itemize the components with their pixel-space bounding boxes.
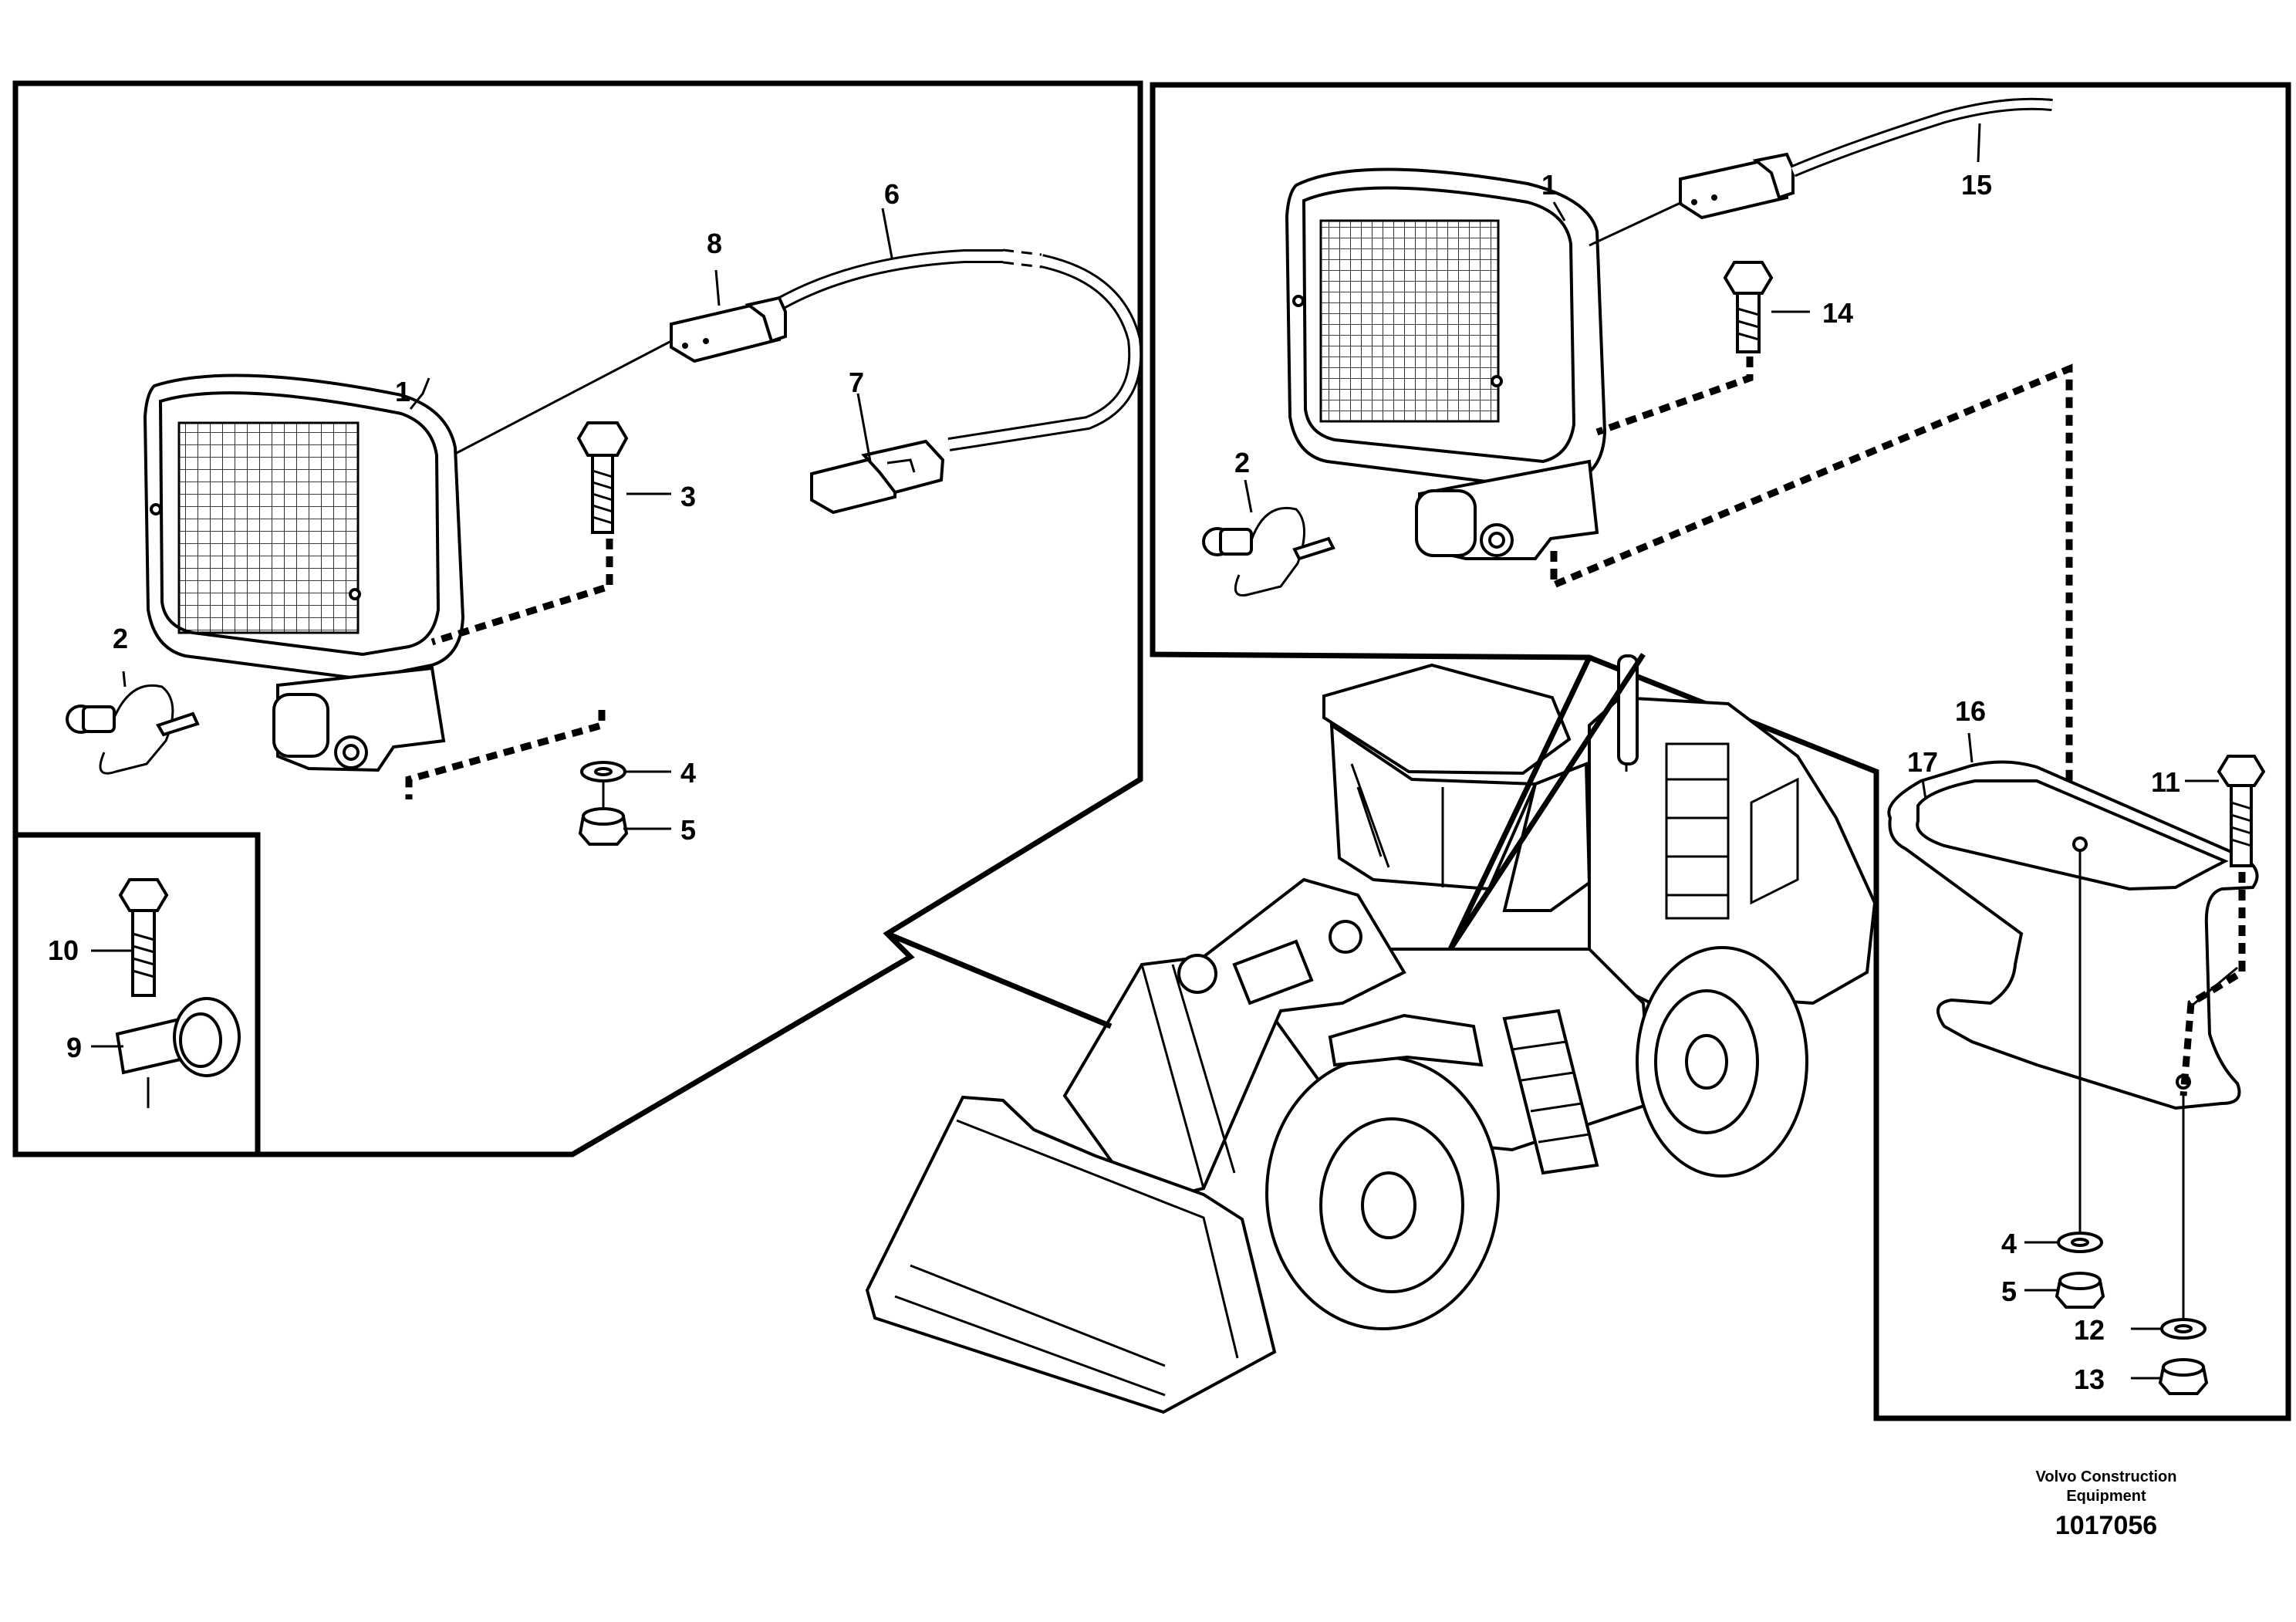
bulb-left: [66, 684, 200, 775]
callout-1-left: 1: [395, 376, 410, 407]
callout-5-left: 5: [680, 814, 696, 846]
callout-10: 10: [48, 934, 79, 966]
work-lamp-right: [1285, 167, 1607, 560]
clamp-9: [115, 997, 241, 1108]
harness-6: [768, 248, 1143, 451]
right-detail-frame: [1150, 82, 2291, 1421]
callout-1-right: 1: [1541, 169, 1557, 201]
callout-2-left: 2: [113, 623, 128, 654]
bolt-11: [2217, 755, 2266, 867]
nut-5-left: [578, 807, 629, 846]
callout-5-right: 5: [2001, 1276, 2017, 1307]
nut-5-right: [2055, 1272, 2105, 1309]
callout-11: 11: [2151, 766, 2180, 798]
brand-line-1: Volvo Construction: [2036, 1468, 2177, 1485]
callout-6: 6: [884, 178, 900, 210]
drawing-number: 1017056: [2055, 1511, 2157, 1540]
brand-line-2: Equipment: [2066, 1488, 2146, 1505]
harness-15: [1589, 97, 2053, 247]
mount-bracket-16: [1887, 760, 2259, 1110]
wheel-loader-illustration: [865, 653, 1877, 1414]
callout-15: 15: [1961, 169, 1992, 201]
washer-12: [2160, 1318, 2207, 1340]
callout-3: 3: [680, 481, 696, 512]
callout-12: 12: [2074, 1314, 2105, 1346]
callout-16: 16: [1955, 695, 1986, 727]
callout-7: 7: [849, 367, 864, 398]
callout-17: 17: [1907, 746, 1938, 778]
callout-14: 14: [1822, 297, 1853, 329]
washer-4-right: [2057, 1232, 2103, 1253]
connector-8: [670, 296, 787, 363]
bulb-right: [1202, 506, 1335, 596]
bolt-10: [118, 878, 169, 997]
callout-9: 9: [66, 1032, 82, 1063]
footer: Volvo Construction Equipment 1017056: [2036, 1468, 2177, 1540]
connector-7: [810, 439, 945, 515]
callout-labels: 1 2 3 4 5 6 7 8 10 9 1 2 14 15 11 16 17 …: [48, 169, 2180, 1395]
inset-detail-frame: [12, 832, 261, 1157]
callout-4-left: 4: [680, 757, 696, 789]
bolt-3: [576, 421, 629, 534]
callout-8: 8: [707, 228, 722, 259]
work-lamp-left: [143, 373, 465, 772]
callout-2-right: 2: [1234, 447, 1250, 478]
callout-4-right: 4: [2001, 1228, 2017, 1259]
callout-13: 13: [2074, 1363, 2105, 1395]
nut-13: [2158, 1358, 2209, 1395]
washer-4-left: [580, 761, 626, 782]
bolt-14: [1723, 261, 1774, 353]
leader-lines: [91, 123, 2219, 1380]
